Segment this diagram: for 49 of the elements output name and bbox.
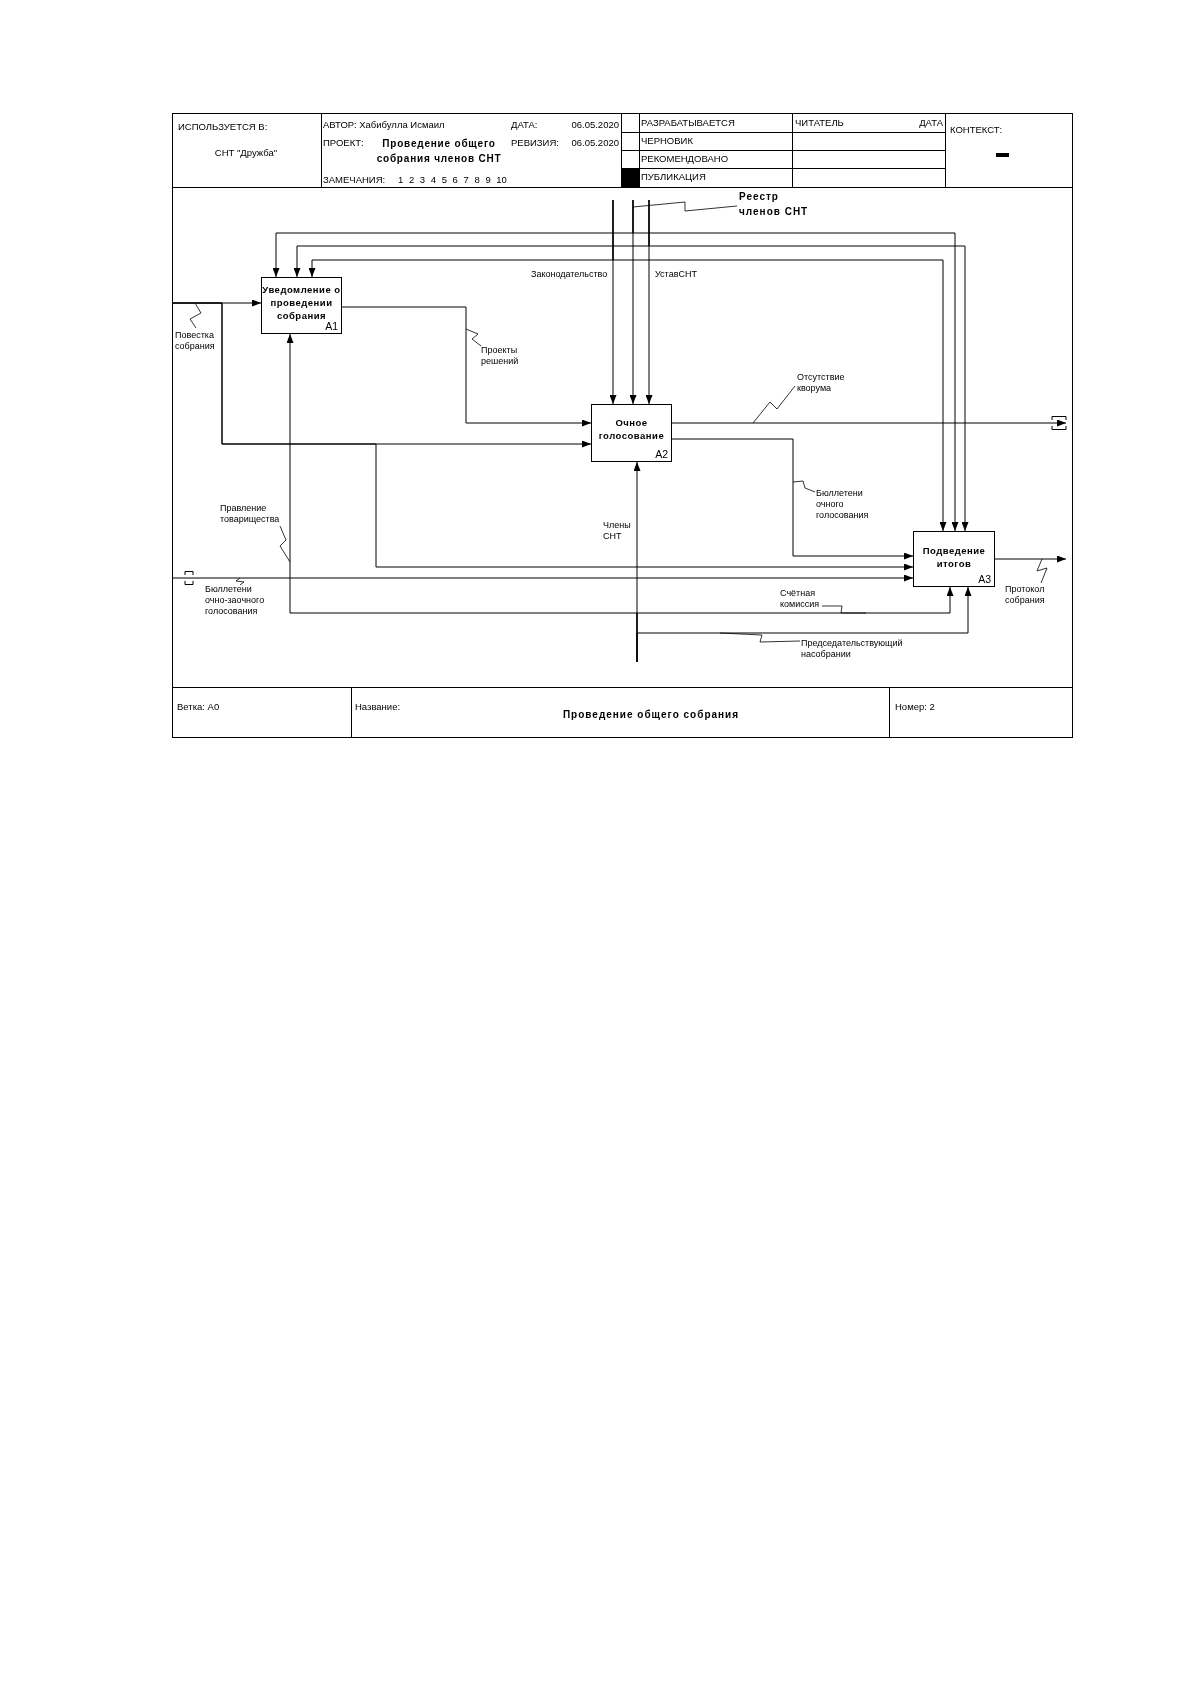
activity-box	[591, 404, 672, 462]
edge-label: УставСНТ	[655, 269, 697, 280]
edge-label: Правление товарищества	[220, 503, 280, 525]
arrow	[994, 555, 1067, 563]
page-number-field: Номер: 2	[895, 701, 935, 713]
arrow	[671, 438, 914, 560]
author-field: АВТОР: Хабибулла Исмаил	[323, 119, 445, 131]
column-header: ЧИТАТЕЛЬ	[795, 117, 844, 129]
field-label: РЕВИЗИЯ:	[511, 137, 559, 149]
edge-label: Законодательство	[531, 269, 607, 280]
arrow	[171, 574, 914, 582]
edge-label: Бюллетени очно-заочного голосования	[205, 584, 266, 617]
activity-number: A3	[978, 573, 991, 585]
field-label: КОНТЕКСТ:	[950, 124, 1003, 136]
field-label: ПРОЕКТ:	[323, 137, 364, 149]
field-label: ИСПОЛЬЗУЕТСЯ В:	[178, 121, 268, 133]
edge-label: Отсутствие кворума	[797, 372, 845, 394]
branch-field: Ветка: A0	[177, 701, 220, 713]
field-value: СНТ "Дружба"	[213, 147, 279, 159]
edge-label: Проекты решений	[481, 345, 519, 367]
date-value: 06.05.2020	[570, 119, 619, 131]
activity-name: Подведение итогов	[921, 544, 987, 570]
activity-name: Очное голосование	[597, 416, 666, 442]
activity-number: A1	[325, 320, 338, 332]
arrow	[171, 302, 914, 571]
field-label: ДАТА:	[511, 119, 538, 131]
status-option: ЧЕРНОВИК	[641, 135, 693, 147]
activity-box	[913, 531, 995, 587]
column-header: ДАТА	[918, 117, 943, 129]
edge-label: Бюллетени очного голосования	[816, 488, 869, 521]
arrow	[341, 306, 592, 427]
edge-label: Члены СНТ	[603, 520, 631, 542]
activity-number: A2	[655, 448, 668, 460]
note-numbers: 1 2 3 4 5 6 7 8 9 10	[398, 174, 507, 186]
status-option: РАЗРАБАТЫВАЕТСЯ	[641, 117, 735, 129]
activity-box	[261, 277, 342, 334]
edge-label: Счётная комиссия	[780, 588, 820, 610]
arrow	[671, 419, 1067, 427]
edge-label: Повестка собрания	[175, 330, 215, 352]
status-option: РЕКОМЕНДОВАНО	[641, 153, 729, 165]
edge-label: Председательствующий насобрании	[801, 638, 903, 660]
field-label: ЗАМЕЧАНИЯ:	[323, 174, 386, 186]
field-label: Название:	[355, 701, 401, 713]
diagram-title: Проведение общего собрания	[561, 709, 741, 721]
edge-label: Реестр членов СНТ	[739, 190, 810, 219]
project-name: Проведение общего собрания членов СНТ	[375, 137, 503, 166]
activity-name: Уведомление о проведении собрания	[262, 283, 341, 322]
edge-label: Протокол собрания	[1005, 584, 1045, 606]
status-option: ПУБЛИКАЦИЯ	[641, 171, 706, 183]
